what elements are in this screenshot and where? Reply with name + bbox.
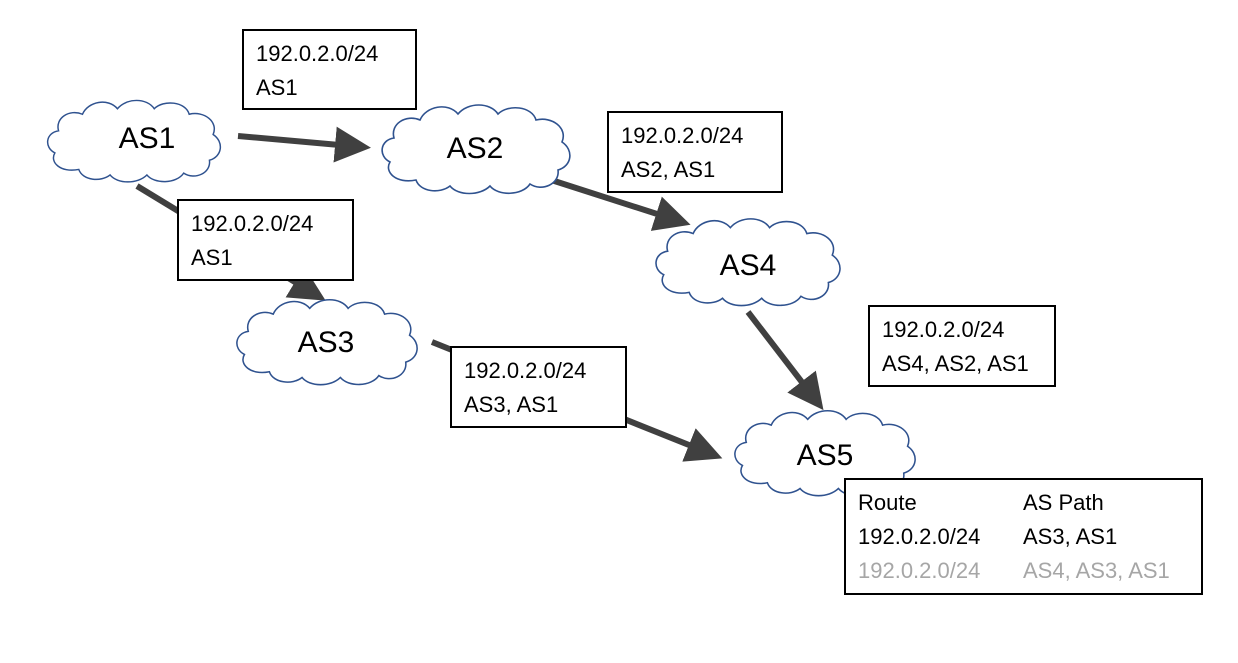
- route-cell: 192.0.2.0/24: [858, 558, 981, 583]
- announcement-prefix: 192.0.2.0/24: [882, 317, 1005, 342]
- announcement-box-as1-to-as3: 192.0.2.0/24 AS1: [177, 199, 354, 281]
- as-path-cell: AS3, AS1: [1023, 524, 1118, 549]
- announcement-box-as3-to-as5: 192.0.2.0/24 AS3, AS1: [450, 346, 627, 428]
- arrow-as4-to-as5: [745, 310, 824, 411]
- announcement-path: AS1: [191, 245, 233, 270]
- node-label-as2: AS2: [447, 132, 504, 165]
- arrow-as1-to-as2: [237, 126, 371, 163]
- announcement-box-as2-to-as4: 192.0.2.0/24 AS2, AS1: [607, 111, 783, 193]
- cloud-as2: AS2: [381, 104, 571, 195]
- node-label-as4: AS4: [720, 249, 777, 282]
- cloud-as4: AS4: [655, 217, 841, 307]
- as-path-cell: AS4, AS3, AS1: [1023, 558, 1170, 583]
- route-cell: 192.0.2.0/24: [858, 524, 981, 549]
- cloud-as1: AS1: [46, 99, 222, 183]
- node-label-as1: AS1: [119, 122, 176, 155]
- node-label-as5: AS5: [797, 439, 854, 472]
- table-row-best: 192.0.2.0/24 AS3, AS1: [858, 520, 1170, 554]
- announcement-prefix: 192.0.2.0/24: [621, 123, 744, 148]
- arrow-as2-to-as4: [544, 175, 691, 231]
- announcement-prefix: 192.0.2.0/24: [256, 41, 379, 66]
- table-header-row: Route AS Path: [858, 486, 1170, 520]
- cloud-as5: AS5: [734, 409, 916, 497]
- cloud-as3: AS3: [236, 298, 418, 386]
- announcement-path: AS4, AS2, AS1: [882, 351, 1029, 376]
- routing-table: Route AS Path 192.0.2.0/24 AS3, AS1 192.…: [858, 486, 1170, 588]
- table-row-not-selected: 192.0.2.0/24 AS4, AS3, AS1: [858, 554, 1170, 588]
- announcement-path: AS1: [256, 75, 298, 100]
- announcement-box-as1-to-as2: 192.0.2.0/24 AS1: [242, 29, 417, 110]
- header-as-path: AS Path: [1023, 490, 1104, 515]
- announcement-prefix: 192.0.2.0/24: [464, 358, 587, 383]
- as5-routing-table: Route AS Path 192.0.2.0/24 AS3, AS1 192.…: [844, 478, 1203, 595]
- header-route: Route: [858, 490, 917, 515]
- announcement-prefix: 192.0.2.0/24: [191, 211, 314, 236]
- announcement-path: AS2, AS1: [621, 157, 716, 182]
- announcement-box-as4-to-as5: 192.0.2.0/24 AS4, AS2, AS1: [868, 305, 1056, 387]
- node-label-as3: AS3: [298, 326, 355, 359]
- announcement-path: AS3, AS1: [464, 392, 559, 417]
